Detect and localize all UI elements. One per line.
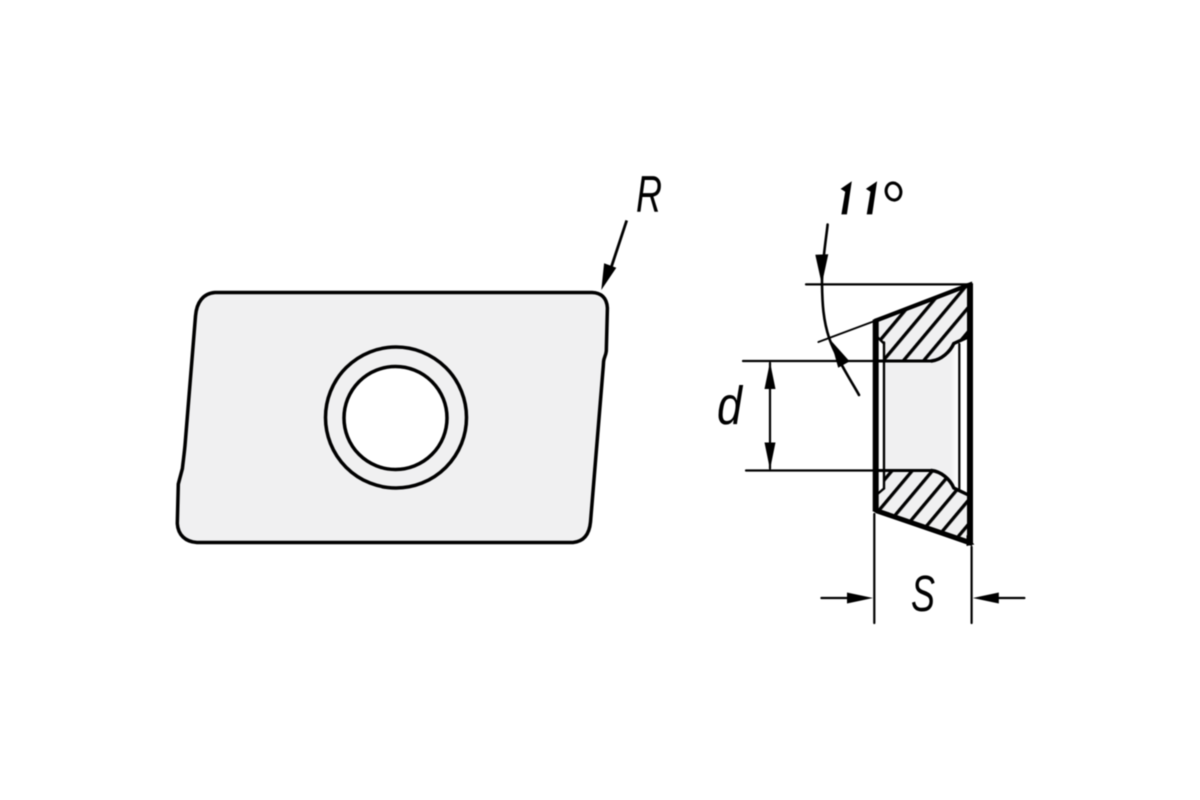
svg-text:d: d	[717, 376, 744, 436]
svg-text:S: S	[911, 565, 935, 622]
svg-text:R: R	[636, 166, 662, 224]
